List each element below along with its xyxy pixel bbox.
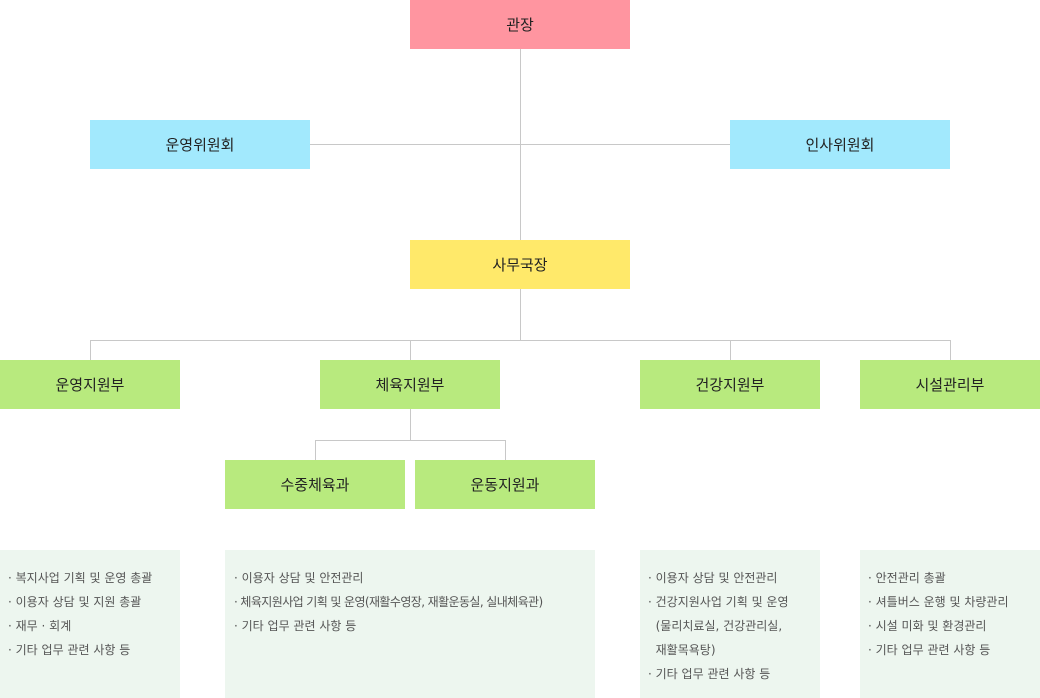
personnel-committee-box: 인사위원회: [730, 120, 950, 169]
sports-support-dept-box: 체육지원부: [320, 360, 500, 409]
operations-support-dept-box: 운영지원부: [0, 360, 180, 409]
operations-support-duties: · 복지사업 기획 및 운영 총괄 · 이용자 상담 및 지원 총괄 · 재무 …: [0, 550, 180, 698]
connector-committees-horizontal: [310, 144, 730, 145]
duty-item: · 이용자 상담 및 안전관리: [234, 571, 364, 585]
duty-item: · 안전관리 총괄: [868, 571, 946, 585]
connector-sections-horizontal: [315, 440, 506, 441]
duty-item: · 복지사업 기획 및 운영 총괄: [8, 571, 153, 585]
duty-item: · 체육지원사업 기획 및 운영(재활수영장, 재활운동실, 실내체육관): [234, 595, 543, 609]
connector-departments-horizontal: [90, 340, 951, 341]
aquatic-sports-section-box: 수중체육과: [225, 460, 405, 509]
duty-item: · 재무 · 회계: [8, 619, 72, 633]
duty-item: · 이용자 상담 및 지원 총괄: [8, 595, 142, 609]
facility-management-duties: · 안전관리 총괄 · 셔틀버스 운행 및 차량관리 · 시설 미화 및 환경관…: [860, 550, 1040, 698]
connector-dept4-drop: [950, 340, 951, 360]
duty-item: · 셔틀버스 운행 및 차량관리: [868, 595, 1009, 609]
duty-item: · 건강지원사업 기획 및 운영: [648, 595, 789, 609]
director-box: 관장: [410, 0, 630, 49]
connector-dept2-drop: [410, 340, 411, 360]
duty-item: 재활목욕탕): [648, 643, 716, 657]
health-support-duties: · 이용자 상담 및 안전관리 · 건강지원사업 기획 및 운영 (물리치료실,…: [640, 550, 820, 698]
facility-management-dept-box: 시설관리부: [860, 360, 1040, 409]
duty-item: (물리치료실, 건강관리실,: [648, 619, 783, 633]
secretary-general-box: 사무국장: [410, 240, 630, 289]
duty-item: · 기타 업무 관련 사항 등: [8, 643, 131, 657]
connector-sports-vertical: [410, 409, 411, 440]
health-support-dept-box: 건강지원부: [640, 360, 820, 409]
duty-item: · 기타 업무 관련 사항 등: [868, 643, 991, 657]
exercise-support-section-box: 운동지원과: [415, 460, 595, 509]
duty-item: · 이용자 상담 및 안전관리: [648, 571, 778, 585]
connector-dept1-drop: [90, 340, 91, 360]
sports-support-duties: · 이용자 상담 및 안전관리 · 체육지원사업 기획 및 운영(재활수영장, …: [225, 550, 595, 698]
connector-section1-drop: [315, 440, 316, 460]
connector-section2-drop: [505, 440, 506, 460]
duty-item: · 기타 업무 관련 사항 등: [648, 667, 771, 681]
connector-secretary-vertical: [520, 289, 521, 340]
connector-dept3-drop: [730, 340, 731, 360]
duty-item: · 기타 업무 관련 사항 등: [234, 619, 357, 633]
operations-committee-box: 운영위원회: [90, 120, 310, 169]
duty-item: · 시설 미화 및 환경관리: [868, 619, 987, 633]
